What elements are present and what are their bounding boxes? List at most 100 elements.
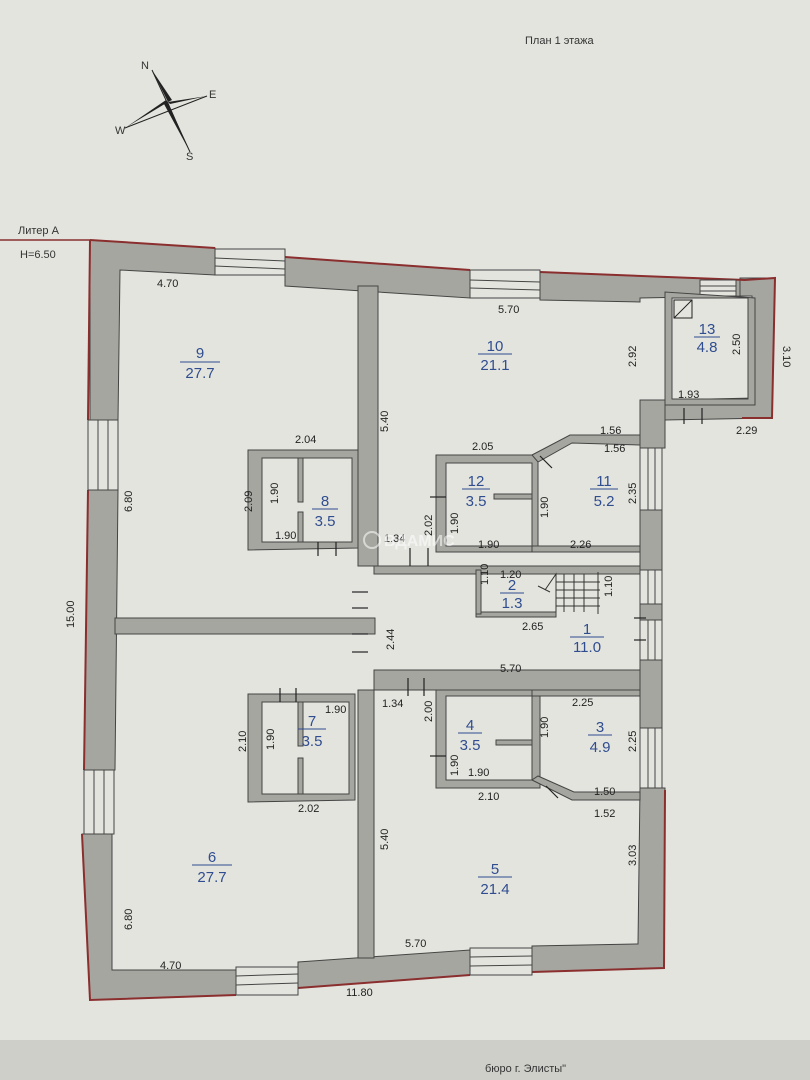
svg-text:4.8: 4.8 — [697, 339, 718, 356]
svg-text:3.5: 3.5 — [302, 733, 323, 750]
svg-text:11.0: 11.0 — [573, 639, 601, 656]
svg-text:7: 7 — [308, 713, 316, 730]
svg-text:1.90: 1.90 — [539, 497, 551, 518]
svg-text:2.44: 2.44 — [385, 629, 397, 650]
compass-icon: N E S W — [115, 60, 216, 163]
svg-text:9: 9 — [196, 345, 204, 362]
room-11: 115.2 — [590, 473, 618, 510]
window-right-4 — [639, 727, 663, 789]
svg-text:1.3: 1.3 — [502, 595, 523, 612]
svg-text:5.2: 5.2 — [594, 493, 615, 510]
liter-label: Литер А Н=6.50 — [0, 225, 90, 261]
room-3: 34.9 — [588, 719, 612, 756]
window-top-2 — [469, 269, 541, 299]
watermark: ВДАМИС — [363, 531, 455, 550]
svg-text:1.93: 1.93 — [678, 389, 699, 401]
svg-text:6.80: 6.80 — [123, 491, 135, 512]
window-right-1 — [639, 447, 663, 511]
window-right-2 — [639, 569, 663, 605]
svg-text:2.04: 2.04 — [295, 434, 316, 446]
svg-text:1.90: 1.90 — [449, 513, 461, 534]
liter-height: Н=6.50 — [20, 249, 56, 261]
svg-text:1.90: 1.90 — [265, 729, 277, 750]
svg-text:2.02: 2.02 — [423, 515, 435, 536]
window-left-1 — [87, 419, 119, 491]
svg-text:5.70: 5.70 — [498, 304, 519, 316]
svg-text:2.09: 2.09 — [243, 491, 255, 512]
svg-text:3.5: 3.5 — [315, 513, 336, 530]
svg-text:1.90: 1.90 — [449, 755, 461, 776]
room-8: 83.5 — [312, 493, 338, 530]
svg-text:2.25: 2.25 — [572, 697, 593, 709]
svg-text:1.56: 1.56 — [604, 443, 625, 455]
svg-text:1.90: 1.90 — [539, 717, 551, 738]
door-marks — [279, 408, 703, 799]
svg-text:21.4: 21.4 — [480, 881, 509, 898]
room-10: 10 21.1 — [478, 338, 512, 374]
window-left-2 — [83, 769, 115, 835]
svg-text:2.29: 2.29 — [736, 425, 757, 437]
svg-text:11.80: 11.80 — [346, 987, 373, 999]
room-7: 73.5 — [298, 713, 326, 750]
plan-title: План 1 этажа — [525, 35, 595, 47]
svg-text:21.1: 21.1 — [480, 357, 509, 374]
svg-text:2.26: 2.26 — [570, 539, 591, 551]
svg-text:1.56: 1.56 — [600, 425, 621, 437]
svg-text:2.10: 2.10 — [237, 731, 249, 752]
footer-text: бюро г. Элисты" — [485, 1063, 566, 1075]
compass-n: N — [141, 60, 149, 72]
svg-text:1.10: 1.10 — [479, 564, 491, 585]
svg-text:3.5: 3.5 — [460, 737, 481, 754]
svg-text:3.03: 3.03 — [627, 845, 639, 866]
room-13: 134.8 — [694, 321, 720, 356]
window-top-1 — [214, 248, 286, 276]
svg-text:3.10: 3.10 — [780, 346, 792, 367]
paper-fold-shadow — [0, 1040, 810, 1080]
svg-text:5.70: 5.70 — [500, 663, 521, 675]
svg-text:1.90: 1.90 — [478, 539, 499, 551]
svg-text:1: 1 — [583, 621, 591, 638]
svg-text:2.35: 2.35 — [627, 483, 639, 504]
window-right-3 — [639, 619, 663, 661]
compass-w: W — [115, 125, 126, 137]
svg-text:13: 13 — [699, 321, 716, 338]
svg-text:1.10: 1.10 — [603, 576, 615, 597]
liter-name: Литер А — [18, 225, 60, 237]
svg-text:2: 2 — [508, 577, 516, 594]
svg-text:1.20: 1.20 — [500, 569, 521, 581]
svg-text:4: 4 — [466, 717, 474, 734]
svg-text:27.7: 27.7 — [185, 365, 214, 382]
svg-text:1.34: 1.34 — [382, 698, 403, 710]
room-6: 627.7 — [192, 849, 232, 886]
room-4: 43.5 — [458, 717, 482, 754]
window-bottom-1 — [235, 966, 299, 996]
svg-text:1.90: 1.90 — [468, 767, 489, 779]
interior-walls — [114, 285, 756, 959]
svg-text:3.5: 3.5 — [466, 493, 487, 510]
room-2: 21.3 — [500, 577, 524, 612]
svg-text:27.7: 27.7 — [197, 869, 226, 886]
room-12: 123.5 — [462, 473, 490, 510]
svg-text:15.00: 15.00 — [65, 600, 77, 628]
svg-text:1.34: 1.34 — [384, 533, 405, 545]
svg-text:1.90: 1.90 — [269, 483, 281, 504]
svg-text:4.70: 4.70 — [157, 278, 178, 290]
svg-text:5: 5 — [491, 861, 499, 878]
svg-text:1.90: 1.90 — [325, 704, 346, 716]
svg-text:2.50: 2.50 — [731, 334, 743, 355]
svg-text:10: 10 — [487, 338, 504, 355]
svg-text:2.02: 2.02 — [298, 803, 319, 815]
window-bottom-2 — [469, 947, 533, 976]
svg-text:4.70: 4.70 — [160, 960, 181, 972]
svg-text:11: 11 — [596, 473, 612, 490]
svg-text:6.80: 6.80 — [123, 909, 135, 930]
svg-text:12: 12 — [468, 473, 485, 490]
svg-text:2.92: 2.92 — [627, 346, 639, 367]
svg-text:2.10: 2.10 — [478, 791, 499, 803]
room-5: 521.4 — [478, 861, 512, 898]
watermark-text: ВДАМИС — [384, 533, 455, 550]
room-9: 927.7 — [180, 345, 220, 382]
window-room-13 — [699, 279, 737, 297]
